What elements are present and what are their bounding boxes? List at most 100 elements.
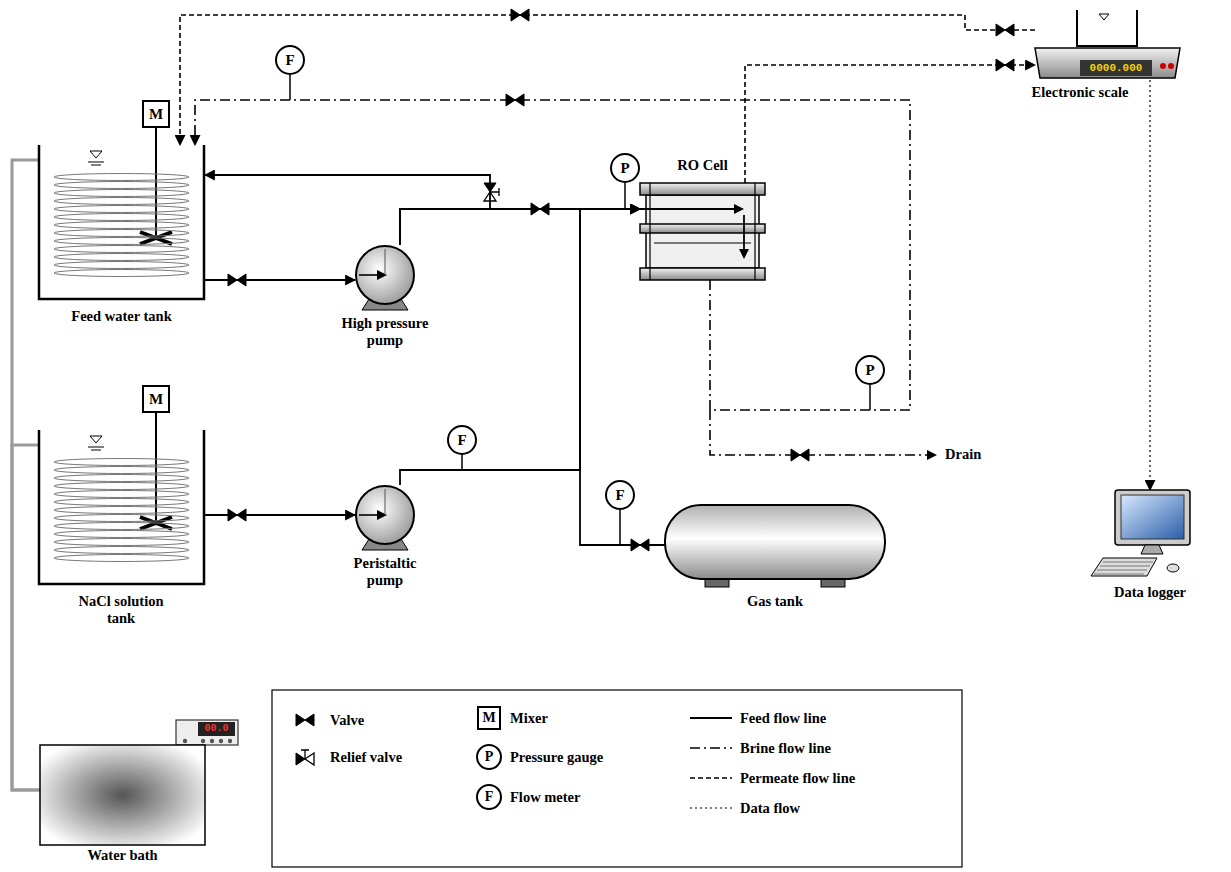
heating-coil: [54, 515, 189, 522]
scale-button: [1160, 63, 1166, 69]
heating-coil: [54, 206, 189, 213]
ro-cell-outline: [640, 183, 765, 280]
heating-coil: [54, 238, 189, 245]
scale-button: [1168, 63, 1174, 69]
heating-coil: [54, 499, 189, 506]
meter-stem: [619, 510, 621, 545]
water-bath: Water bath: [40, 745, 205, 845]
mixer-symbol: M: [142, 100, 170, 128]
meter-stem: [461, 455, 463, 470]
legend-text: Valve: [330, 711, 364, 729]
heating-coil: [54, 270, 189, 277]
heating-coil: [54, 262, 189, 269]
heating-coil: [54, 246, 189, 253]
heating-coil: [54, 459, 189, 466]
legend-symbol-letter: M: [478, 707, 500, 729]
data-logger: Data logger: [1095, 490, 1205, 580]
keyboard-keys: [1103, 562, 1153, 563]
heating-coil: [54, 531, 189, 538]
tank-vessel-outline: [38, 145, 205, 300]
gas-tank: Gas tank: [665, 505, 885, 587]
heating-coil: [54, 555, 189, 562]
bath-flow-line: [12, 445, 40, 790]
gauge-stem: [624, 183, 626, 209]
bath-flow-line: [12, 160, 40, 790]
tank-shell: [665, 505, 885, 579]
pump-arrow: [359, 274, 379, 276]
display-readout: 0000.000: [1080, 60, 1152, 76]
bath-button: [210, 739, 214, 743]
monitor-stand: [1141, 545, 1163, 554]
flow-meter: F: [275, 45, 305, 75]
legend-symbol-letter: P: [477, 745, 501, 769]
heating-coil: [54, 491, 189, 498]
keyboard-keys: [1094, 574, 1144, 575]
flow-meter: F: [605, 480, 635, 510]
bath-panel: [176, 720, 238, 745]
feed-flow-line: [205, 279, 355, 281]
pump-casing: [356, 486, 414, 544]
gauge-stem: [869, 385, 871, 410]
flow-arrow: [640, 208, 736, 210]
flow-arrow: [734, 204, 744, 214]
keyboard-keys: [1097, 570, 1147, 571]
water-level: [88, 436, 104, 450]
node-label: NaCl solution tank: [66, 593, 176, 628]
node-label: Water bath: [40, 847, 205, 864]
water-level: [88, 151, 104, 165]
legend-text: Feed flow line: [740, 709, 826, 727]
heating-coil: [54, 523, 189, 530]
monitor: [1115, 490, 1190, 545]
legend-text: Permeate flow line: [740, 769, 855, 787]
heating-coil: [54, 547, 189, 554]
legend-relief-valve: [296, 750, 314, 765]
relief-valve-symbol: [484, 183, 499, 201]
node-label: RO Cell: [640, 157, 765, 174]
vessel-wall: [39, 430, 204, 584]
permeate-flow-line: [180, 15, 1035, 145]
tank-vessel: NaCl solution tank: [38, 430, 205, 585]
heating-coil: [54, 214, 189, 221]
mixer-symbol: M: [142, 385, 170, 413]
legend-feed-line: [690, 717, 732, 719]
tank-vessel: Feed water tank: [38, 145, 205, 300]
heating-coil: [54, 539, 189, 546]
legend-meter: [477, 785, 501, 809]
water-bath-outline: [40, 745, 205, 845]
node-label: Feed water tank: [38, 308, 205, 325]
pump: High pressure pump: [355, 245, 415, 305]
relief-valve-symbol: [484, 183, 499, 201]
symbol-letter: M: [144, 387, 168, 411]
tank-vessel-outline: [38, 430, 205, 585]
keyboard-keys: [1100, 566, 1150, 567]
legend-text: Relief valve: [330, 748, 402, 766]
feed-flow-line: [205, 175, 490, 245]
pump: Peristaltic pump: [355, 485, 415, 545]
legend-valve: [296, 714, 314, 726]
feed-flow-line: [205, 514, 355, 516]
feed-flow-line: [400, 209, 640, 485]
permeate-flow-line: [745, 65, 1035, 183]
membrane: [654, 243, 751, 244]
cell-plate: [640, 268, 765, 280]
heating-coil: [54, 475, 189, 482]
drain-line: [710, 410, 936, 455]
heating-coil: [54, 467, 189, 474]
gas-tank-outline: [665, 505, 885, 587]
keyboard: [1091, 558, 1157, 576]
flow-meter: F: [447, 425, 477, 455]
pressure-gauge: P: [610, 153, 640, 183]
node-label: Peristaltic pump: [335, 555, 435, 590]
heating-coil: [54, 254, 189, 261]
node-label: Electronic scale: [1020, 84, 1140, 101]
legend-brine-line: [690, 747, 732, 749]
cell-plate: [640, 224, 765, 233]
legend-text: Flow meter: [510, 788, 580, 806]
screen: [1121, 495, 1184, 539]
flow-arrow: [739, 249, 749, 259]
brine-flow-line: [195, 100, 910, 410]
pump-outline: [355, 245, 415, 305]
bath-button: [183, 739, 187, 743]
